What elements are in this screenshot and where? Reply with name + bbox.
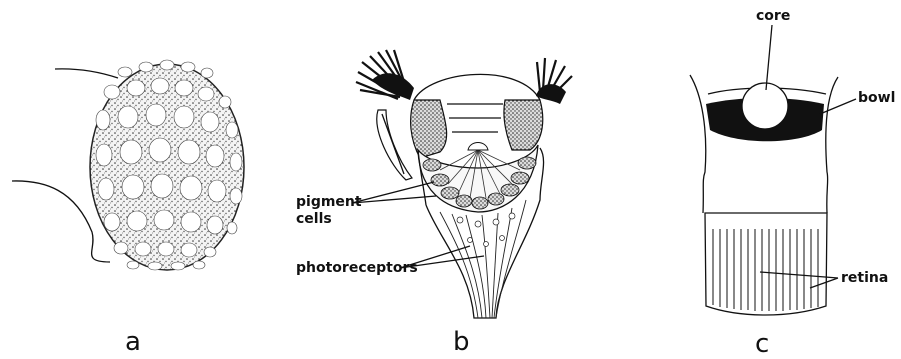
leader-bowl bbox=[820, 99, 856, 114]
retina-lines bbox=[713, 229, 818, 311]
panel-a-letter: a bbox=[125, 327, 141, 357]
label-photoreceptors: photoreceptors bbox=[296, 260, 418, 276]
panel-b-ocellus-section: pigment cells photoreceptors b bbox=[296, 50, 572, 357]
label-retina: retina bbox=[841, 270, 888, 286]
outer-outline-left bbox=[690, 75, 706, 213]
label-pigment-cells-line1: pigment bbox=[296, 194, 362, 210]
pigment-layer-left bbox=[411, 100, 447, 158]
panel-c-schematic-eye: core bowl retina c bbox=[690, 8, 895, 359]
lens bbox=[414, 74, 540, 100]
pigment-layer-right bbox=[504, 100, 543, 150]
leader-pigment-cells bbox=[352, 182, 436, 203]
label-bowl: bowl bbox=[858, 90, 895, 106]
core bbox=[742, 83, 788, 129]
label-core: core bbox=[756, 8, 790, 24]
label-pigment-cells-line2: cells bbox=[296, 211, 332, 227]
panel-a-compound-eye: a bbox=[12, 60, 244, 357]
outer-outline-right bbox=[826, 77, 838, 213]
panel-b-letter: b bbox=[453, 327, 470, 357]
panel-c-letter: c bbox=[755, 329, 769, 359]
leader-core bbox=[766, 25, 772, 90]
